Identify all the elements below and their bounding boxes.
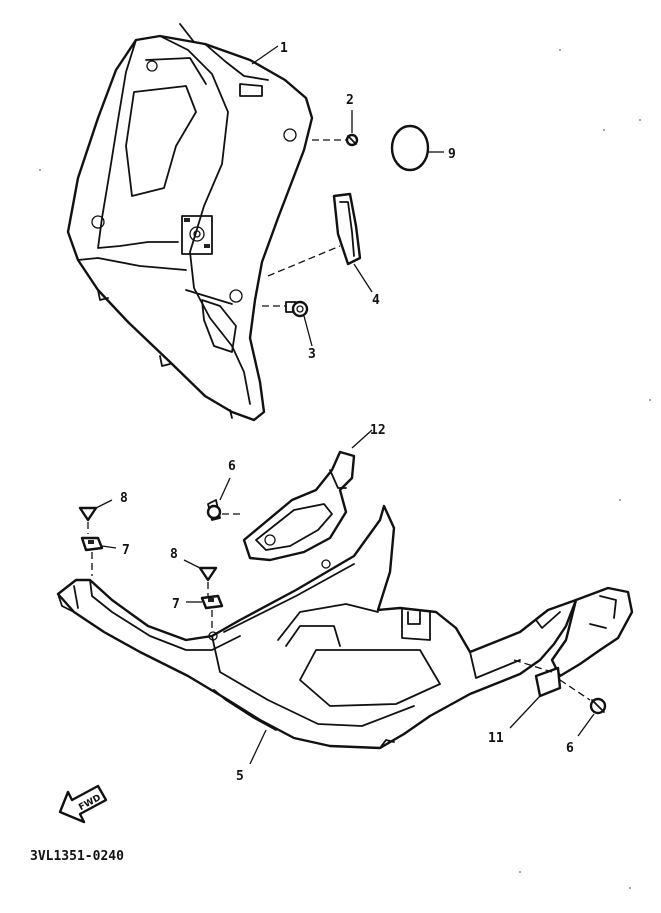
callout-3: 3 <box>308 347 316 362</box>
leg-shield-part-1 <box>66 23 314 422</box>
callout-8-center: 8 <box>170 547 178 562</box>
callout-4: 4 <box>372 293 380 308</box>
callout-1: 1 <box>280 41 288 56</box>
callout-12: 12 <box>370 423 386 438</box>
screw-part-8-center <box>183 559 218 596</box>
cap-part-9 <box>390 124 444 172</box>
clip-part-7-center <box>186 594 224 641</box>
screw-part-3 <box>262 300 313 347</box>
callout-11: 11 <box>488 731 504 746</box>
footboard-part-5 <box>56 504 578 765</box>
callout-8-left: 8 <box>120 491 128 506</box>
rail-part-11 <box>509 586 634 729</box>
screw-part-6-right <box>577 697 607 737</box>
screw-part-8-left <box>78 499 113 534</box>
fwd-arrow-icon: FWD <box>58 784 108 824</box>
clip-part-7-left <box>80 536 117 576</box>
inner-panel-part-12 <box>242 429 373 562</box>
scan-noise <box>39 49 651 889</box>
drawing-code: 3VL1351-0240 <box>30 849 124 864</box>
callout-7-center: 7 <box>172 597 180 612</box>
screw-part-2 <box>312 110 359 147</box>
callout-7-left: 7 <box>122 543 130 558</box>
callout-2: 2 <box>346 93 354 108</box>
screw-part-6-left <box>206 477 242 521</box>
callout-9: 9 <box>448 147 456 162</box>
callout-6-left: 6 <box>228 459 236 474</box>
bracket-part-4 <box>267 192 373 293</box>
callout-6-right: 6 <box>566 741 574 756</box>
callout-5: 5 <box>236 769 244 784</box>
